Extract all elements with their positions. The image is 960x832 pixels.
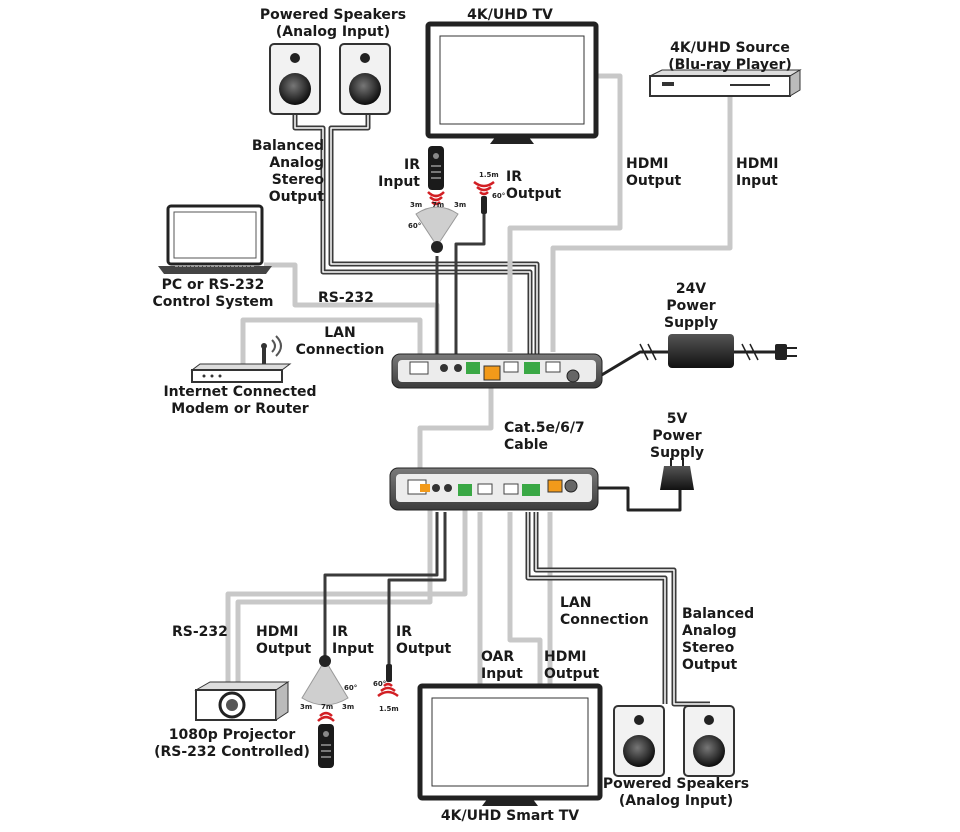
- label-lan-top: LAN Connection: [295, 325, 385, 358]
- label-smart-tv: 4K/UHD Smart TV: [440, 808, 580, 824]
- ir-emitter-icon: [386, 664, 392, 682]
- power-cable-5v: [575, 486, 682, 512]
- label-24v-psu: 24V Power Supply: [663, 281, 719, 331]
- ir-receiver-range-icon: [415, 206, 459, 253]
- tv-top-icon: [425, 21, 599, 144]
- hdmi-tv-cable-bottom: [507, 512, 543, 686]
- lan-cable-top: [240, 317, 423, 370]
- label-modem: Internet Connected Modem or Router: [163, 384, 317, 417]
- ir-range-center-top: 7m: [432, 201, 445, 209]
- label-hdmi-output-top: HDMI Output: [626, 156, 682, 189]
- label-powered-speakers-bottom: Powered Speakers (Analog Input): [602, 776, 750, 809]
- projector-icon: [194, 681, 290, 721]
- ir-range-emitter-angle-top: 60°: [492, 192, 506, 200]
- label-ir-input-top: IR Input: [378, 157, 420, 190]
- ir-remote-icon: [318, 724, 334, 768]
- label-balanced-top: Balanced Analog Stereo Output: [251, 138, 324, 205]
- powered-speakers-bottom: [613, 705, 735, 777]
- ir-range-emitter-distance-bottom: 1.5m: [379, 705, 399, 713]
- bluray-player-icon: [649, 69, 802, 97]
- speaker-icon: [613, 705, 665, 777]
- power-supply-24v-icon: [639, 334, 797, 368]
- label-cat-cable: Cat.5e/6/7 Cable: [504, 420, 585, 453]
- ir-range-side-left-top: 3m: [410, 201, 423, 209]
- ir-range-emitter-angle-bottom: 60°: [373, 680, 387, 688]
- ir-output-cable-top: [454, 212, 486, 360]
- label-tv-top: 4K/UHD TV: [467, 7, 553, 23]
- ir-beam-icon: [427, 180, 495, 206]
- ir-receiver-range-icon: [301, 655, 349, 706]
- powered-speakers-top: [269, 43, 391, 115]
- ir-range-side-left-bottom: 3m: [300, 703, 313, 711]
- label-oar-input: OAR Input: [481, 649, 523, 682]
- ir-emitter-icon: [481, 196, 487, 214]
- ir-input-cable-bottom: [323, 512, 439, 658]
- ir-range-angle-bottom: 60°: [344, 684, 358, 692]
- ir-range-side-right-top: 3m: [454, 201, 467, 209]
- label-hdmi-output-tv: HDMI Output: [544, 649, 600, 682]
- label-rs232-bottom: RS-232: [172, 624, 228, 640]
- label-hdmi-input-top: HDMI Input: [736, 156, 779, 189]
- label-hdmi-output-bottom: HDMI Output: [256, 624, 312, 657]
- hdmi-output-cable-top: [507, 73, 623, 352]
- ir-beam-icon: [317, 682, 399, 722]
- label-5v-psu: 5V Power Supply: [649, 411, 705, 461]
- label-ir-output-top: IR Output: [506, 169, 562, 202]
- speaker-icon: [269, 43, 321, 115]
- ir-range-emitter-distance-top: 1.5m: [479, 171, 499, 179]
- speaker-icon: [683, 705, 735, 777]
- ir-output-cable-bottom: [387, 512, 447, 664]
- label-source: 4K/UHD Source (Blu-ray Player): [668, 40, 792, 73]
- label-ir-input-bottom: IR Input: [332, 624, 374, 657]
- hdmi-output-cable-bottom: [225, 510, 468, 690]
- label-powered-speakers-top: Powered Speakers (Analog Input): [259, 7, 407, 40]
- label-projector: 1080p Projector (RS-232 Controlled): [154, 727, 310, 760]
- label-rs232-top: RS-232: [318, 290, 374, 306]
- power-supply-5v-icon: [660, 458, 694, 490]
- receiver-device: [389, 467, 599, 511]
- rs232-cable-bottom: [235, 510, 433, 690]
- speaker-icon: [339, 43, 391, 115]
- modem-router-icon: [190, 335, 292, 383]
- label-ir-output-bottom: IR Output: [396, 624, 452, 657]
- ir-range-angle-top: 60°: [408, 222, 422, 230]
- cat-cable: [417, 388, 494, 478]
- label-lan-bottom: LAN Connection: [560, 595, 649, 628]
- label-balanced-bottom: Balanced Analog Stereo Output: [682, 606, 755, 673]
- laptop-icon: [158, 204, 272, 274]
- smart-tv-icon: [417, 683, 603, 806]
- ir-range-side-right-bottom: 3m: [342, 703, 355, 711]
- ir-range-center-bottom: 7m: [321, 703, 334, 711]
- transmitter-device: [391, 353, 603, 389]
- ir-remote-icon: [428, 146, 444, 190]
- label-pc-control: PC or RS-232 Control System: [152, 277, 274, 310]
